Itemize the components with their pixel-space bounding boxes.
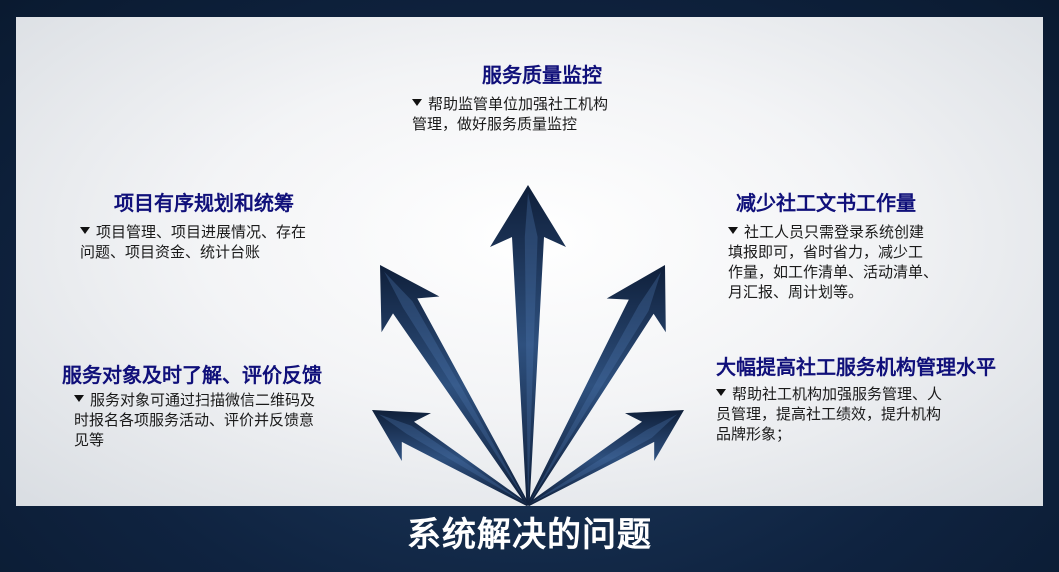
- block-improve: 大幅提高社工服务机构管理水平 帮助社工机构加强服务管理、人 员管理，提高社工绩效…: [716, 354, 1026, 444]
- block-improve-desc: 帮助社工机构加强服务管理、人 员管理，提高社工绩效，提升机构 品牌形象；: [716, 384, 1026, 444]
- arrow-group: [372, 185, 684, 507]
- desc-line: 填报即可，省时省力，减少工: [728, 243, 924, 261]
- block-plan: 项目有序规划和统筹 项目管理、项目进展情况、存在 问题、项目资金、统计台账: [80, 190, 360, 262]
- arrow-upper-left: [380, 265, 530, 506]
- desc-line: 服务对象可通过扫描微信二维码及: [90, 391, 316, 409]
- desc-line: 品牌形象；: [716, 425, 792, 443]
- desc-line: 问题、项目资金、统计台账: [80, 243, 261, 261]
- arrow-lower-right: [527, 410, 684, 507]
- arrow-upper-left-highlight: [384, 271, 528, 505]
- block-feedback-title: 服务对象及时了解、评价反馈: [62, 363, 322, 387]
- block-improve-title: 大幅提高社工服务机构管理水平: [716, 355, 996, 379]
- footer-title: 系统解决的问题: [407, 515, 652, 555]
- bullet-icon: [716, 389, 726, 396]
- bullet-icon: [728, 227, 738, 234]
- block-plan-title: 项目有序规划和统筹: [114, 191, 294, 215]
- block-reduce: 减少社工文书工作量 社工人员只需登录系统创建 填报即可，省时省力，减少工 作量，…: [728, 190, 988, 302]
- block-reduce-title: 减少社工文书工作量: [736, 191, 916, 215]
- desc-line: 时报名各项服务活动、评价并反馈意: [74, 411, 315, 429]
- arrow-upper-right-highlight: [528, 271, 661, 505]
- desc-line: 管理，做好服务质量监控: [412, 115, 578, 133]
- arrow-lower-right-highlight: [528, 414, 678, 505]
- arrow-upper-right: [526, 265, 666, 506]
- desc-line: 帮助社工机构加强服务管理、人: [732, 385, 943, 403]
- desc-line: 项目管理、项目进展情况、存在: [96, 223, 307, 241]
- bullet-icon: [74, 395, 84, 402]
- block-quality-desc: 帮助监管单位加强社工机构 管理，做好服务质量监控: [412, 94, 672, 134]
- desc-line: 月汇报、周计划等。: [728, 283, 864, 301]
- bullet-icon: [80, 227, 90, 234]
- block-quality-title: 服务质量监控: [482, 63, 602, 87]
- block-feedback-desc: 服务对象可通过扫描微信二维码及 时报名各项服务活动、评价并反馈意 见等: [74, 390, 362, 450]
- desc-line: 社工人员只需登录系统创建: [744, 223, 925, 241]
- arrow-up: [490, 185, 566, 505]
- desc-line: 见等: [74, 431, 105, 449]
- arrow-lower-left: [372, 410, 529, 507]
- bullet-icon: [412, 99, 422, 106]
- desc-line: 作量，如工作清单、活动清单、: [728, 263, 939, 281]
- arrow-lower-left-highlight: [378, 414, 528, 505]
- desc-line: 帮助监管单位加强社工机构: [428, 95, 609, 113]
- block-feedback: 服务对象及时了解、评价反馈 服务对象可通过扫描微信二维码及 时报名各项服务活动、…: [62, 362, 362, 450]
- arrow-up-highlight: [524, 193, 538, 505]
- block-reduce-desc: 社工人员只需登录系统创建 填报即可，省时省力，减少工 作量，如工作清单、活动清单…: [728, 222, 988, 302]
- desc-line: 员管理，提高社工绩效，提升机构: [716, 405, 942, 423]
- block-quality: 服务质量监控 帮助监管单位加强社工机构 管理，做好服务质量监控: [412, 62, 672, 134]
- block-plan-desc: 项目管理、项目进展情况、存在 问题、项目资金、统计台账: [80, 222, 360, 262]
